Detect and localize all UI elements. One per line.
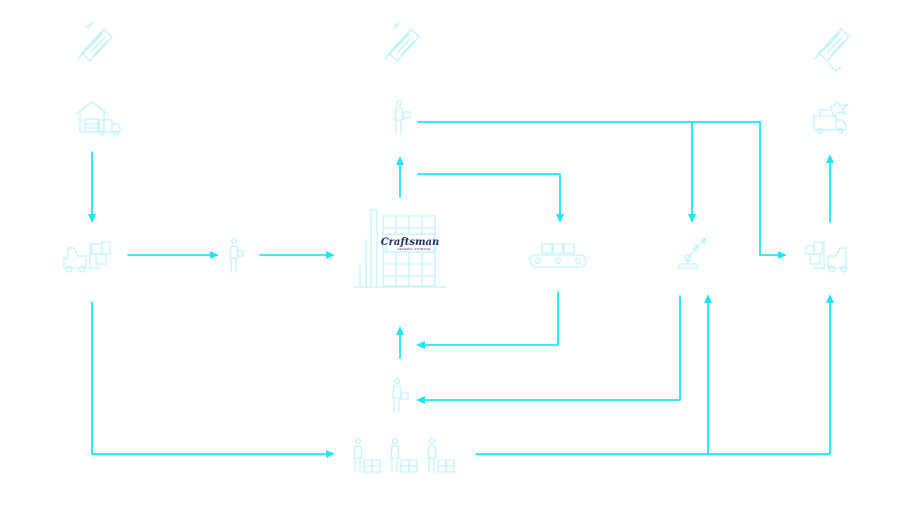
brand-logo-text: Craftsman [381, 237, 440, 248]
arrow-storage-to-conveyor [417, 173, 561, 219]
arrow-manager-to-robot [417, 121, 693, 219]
arrow-head [416, 396, 425, 404]
arrow-team-to-dispatch [475, 299, 831, 455]
worker-icon [394, 99, 411, 135]
document-stack-icon [77, 22, 113, 62]
arrow-head [88, 214, 96, 223]
brand-tagline: GENERAL STORAGE [398, 247, 431, 251]
document-stack-icon [384, 22, 420, 62]
arrow-head [326, 450, 335, 458]
document-stack-icon [814, 28, 850, 72]
warehouse-truck-icon [75, 101, 121, 136]
arrow-head [826, 294, 834, 303]
workers-group-icon [353, 437, 455, 473]
arrow-manager-to-dispatch [691, 121, 783, 256]
arrow-head [778, 251, 787, 259]
connectors [88, 121, 834, 458]
worker-icon [229, 237, 244, 273]
arrow-head [210, 251, 219, 259]
arrow-robot-to-picker [421, 295, 681, 401]
rack-building-icon: Craftsman GENERAL STORAGE [353, 209, 447, 288]
truck-plane-icon [813, 101, 849, 135]
arrow-conveyor-to-storage [421, 291, 559, 346]
arrow-head [416, 341, 425, 349]
arrow-head [396, 156, 404, 165]
logo-badge [385, 233, 435, 253]
arrow-receiving-to-team [91, 301, 331, 455]
arrow-head [704, 294, 712, 303]
forklift-icon [805, 241, 848, 273]
robot-arm-icon [677, 237, 707, 269]
arrow-head [688, 214, 696, 223]
arrow-head [826, 154, 834, 163]
forklift-icon [63, 241, 111, 273]
worker-icon [392, 377, 409, 413]
arrow-head [556, 214, 564, 223]
conveyor-icon [529, 243, 587, 268]
arrow-head [396, 326, 404, 335]
arrow-head [326, 251, 335, 259]
